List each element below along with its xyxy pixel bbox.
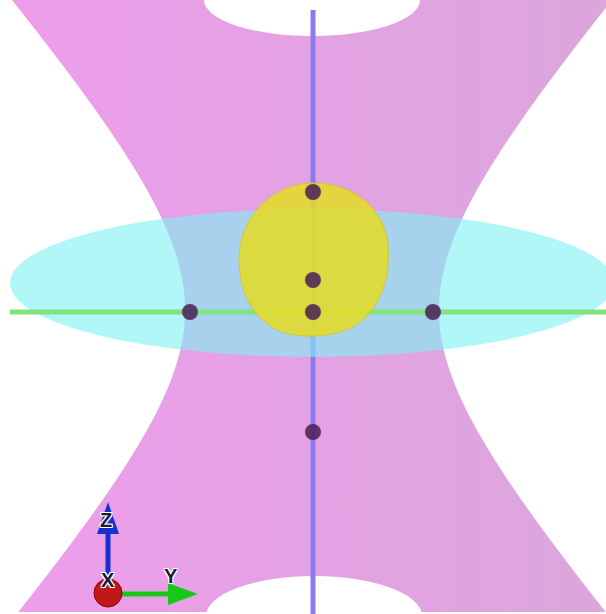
marker-dot: [305, 304, 321, 320]
triad-z-head: [97, 502, 119, 534]
marker-dot: [305, 424, 321, 440]
marker-dots: [182, 184, 441, 440]
marker-dot: [425, 304, 441, 320]
axis-label: Y: [164, 566, 177, 586]
marker-dot: [305, 272, 321, 288]
axis-label: Z: [100, 510, 112, 530]
axis-triad: [94, 502, 198, 607]
marker-dot: [305, 184, 321, 200]
marker-dot: [182, 304, 198, 320]
yellow-isosurface: [239, 183, 388, 336]
axis-label: X: [101, 570, 114, 590]
triad-y-head: [168, 583, 198, 605]
